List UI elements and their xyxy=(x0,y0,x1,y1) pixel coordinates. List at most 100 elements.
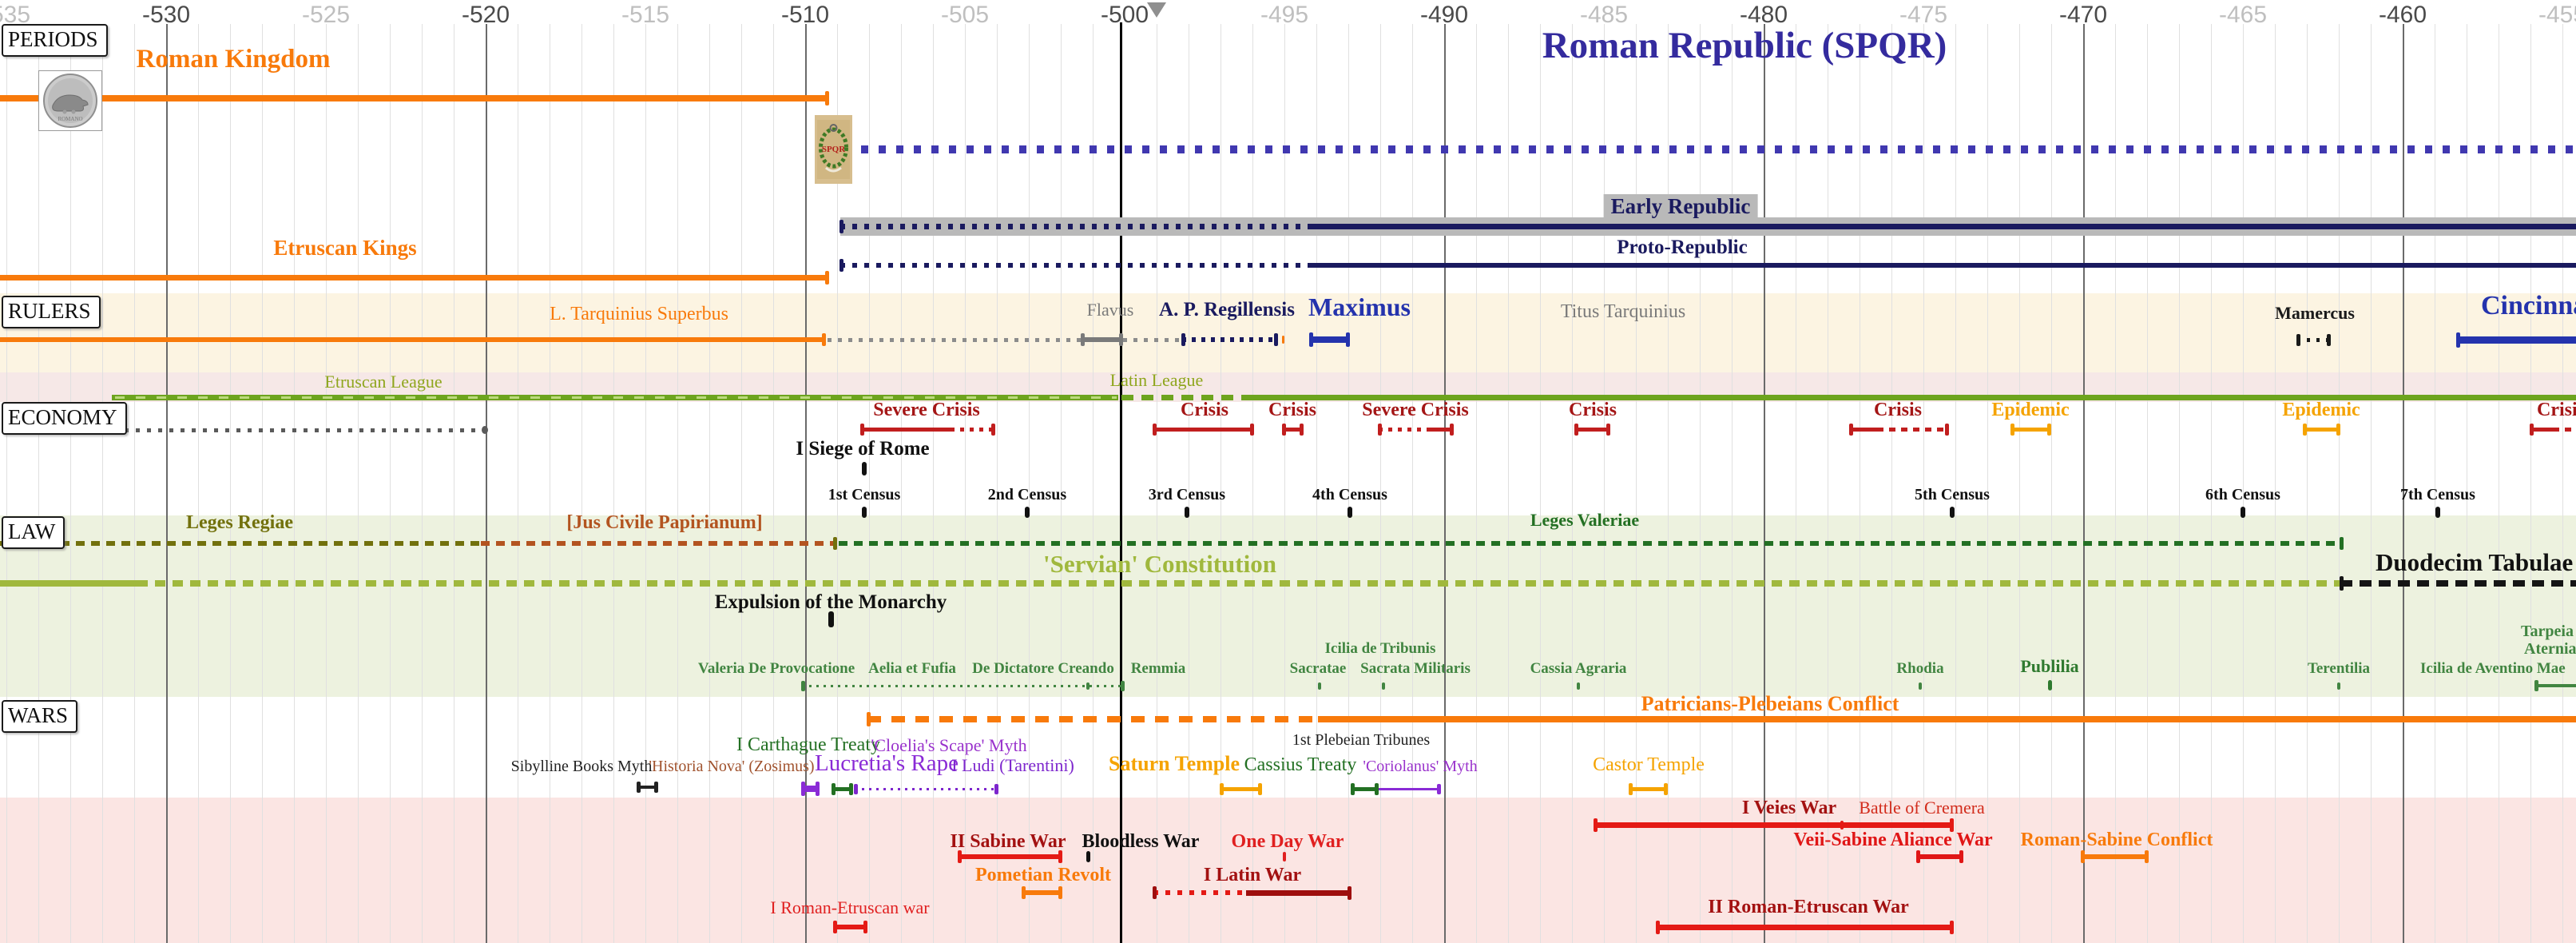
label-5th-census-28[interactable]: 5th Census xyxy=(1915,486,1990,503)
etruscan-league-overlay[interactable] xyxy=(115,396,1117,399)
ludi-tarentini-bar[interactable] xyxy=(855,787,997,790)
early-republic-line[interactable] xyxy=(1310,223,2576,229)
census-2-marker[interactable] xyxy=(1025,507,1030,518)
label-1st-plebeian-tribunes-54[interactable]: 1st Plebeian Tribunes xyxy=(1292,731,1431,749)
label-roman-republic-spqr-1[interactable]: Roman Republic (SPQR) xyxy=(1542,25,1947,66)
crisis-2-bar[interactable] xyxy=(1153,427,1252,432)
rhodia-marker[interactable] xyxy=(1919,682,1922,690)
label-i-siege-of-rome-23[interactable]: I Siege of Rome xyxy=(796,438,930,460)
servian-constitution-dashed[interactable] xyxy=(137,580,2340,587)
epidemic-2-bar[interactable] xyxy=(2304,427,2339,432)
label-battle-of-cremera-64[interactable]: Battle of Cremera xyxy=(1859,798,1985,818)
census-5-marker[interactable] xyxy=(1950,507,1955,518)
label-cassia-agraria-44[interactable]: Cassia Agraria xyxy=(1530,660,1627,677)
label-sibylline-books-myth-55[interactable]: Sibylline Books Myth xyxy=(510,758,653,775)
roman-etruscan-war-1-bar[interactable] xyxy=(834,925,866,929)
sabine-war-2-bar[interactable] xyxy=(959,854,1061,859)
label-early-republic-2[interactable]: Early Republic xyxy=(1603,194,1758,219)
siege-of-rome-marker[interactable] xyxy=(862,461,867,475)
terentilia-marker[interactable] xyxy=(2337,682,2340,690)
label-servian-constitution-34[interactable]: 'Servian' Constitution xyxy=(1043,550,1276,578)
label-6th-census-29[interactable]: 6th Census xyxy=(2205,486,2280,503)
label-crisis-16[interactable]: Crisis xyxy=(1268,400,1316,420)
label-epidemic-20[interactable]: Epidemic xyxy=(1991,400,2070,420)
battle-of-cremera-tick[interactable] xyxy=(1840,820,1844,830)
severe-crisis-1-dotted[interactable] xyxy=(951,427,994,432)
label-one-day-war-67[interactable]: One Day War xyxy=(1231,831,1344,852)
bloodless-war-marker[interactable] xyxy=(1086,851,1090,862)
label-severe-crisis-17[interactable]: Severe Crisis xyxy=(1362,400,1469,420)
label-saturn-temple-59[interactable]: Saturn Temple xyxy=(1109,752,1240,775)
label-crisis-19[interactable]: Crisis xyxy=(1874,400,1922,420)
label-cloelia-s-scape-myth-53[interactable]: 'Cloelia's Scape' Myth xyxy=(871,735,1027,755)
icilia-aventino-line[interactable] xyxy=(2535,684,2576,687)
label-proto-republic-3[interactable]: Proto-Republic xyxy=(1617,237,1748,258)
label-cincinnatus-11[interactable]: Cincinnatus xyxy=(2481,291,2576,320)
carthague-treaty-bar[interactable] xyxy=(832,786,851,791)
publilia-marker[interactable] xyxy=(2047,679,2052,690)
flavus-uncertain-post[interactable] xyxy=(1123,337,1179,342)
label-cassius-treaty-60[interactable]: Cassius Treaty xyxy=(1244,754,1357,775)
label-publilia-46[interactable]: Publilia xyxy=(2020,656,2079,676)
label-titus-tarquinius-9[interactable]: Titus Tarquinius xyxy=(1560,301,1686,322)
label-coriolanus-myth-61[interactable]: 'Coriolanus' Myth xyxy=(1363,758,1478,775)
sacratae-marker[interactable] xyxy=(1318,682,1321,690)
label-flavus-6[interactable]: Flavus xyxy=(1086,300,1134,320)
label-lucretia-s-rape-57[interactable]: Lucretia's Rape xyxy=(815,750,959,776)
label-leges-regiae-31[interactable]: Leges Regiae xyxy=(186,512,293,533)
census-1-marker[interactable] xyxy=(862,507,867,518)
severe-crisis-2-dotted[interactable] xyxy=(1379,427,1428,432)
roman-etruscan-war-2-bar[interactable] xyxy=(1657,924,1952,930)
label-a-p-regillensis-7[interactable]: A. P. Regillensis xyxy=(1159,299,1295,320)
veii-sabine-alliance-bar[interactable] xyxy=(1917,854,1962,859)
flavus-uncertain-pre[interactable] xyxy=(828,337,1082,342)
jus-civile-papirianum-line[interactable] xyxy=(481,541,836,546)
sacrata-militaris-marker[interactable] xyxy=(1382,682,1385,690)
label-etruscan-league-12[interactable]: Etruscan League xyxy=(324,372,443,392)
latin-league-line[interactable] xyxy=(1249,394,2576,400)
census-4-marker[interactable] xyxy=(1348,507,1352,518)
sibylline-books-bar[interactable] xyxy=(637,786,657,789)
label-bloodless-war-66[interactable]: Bloodless War xyxy=(1082,831,1200,852)
castor-temple-bar[interactable] xyxy=(1629,786,1666,791)
coriolanus-myth-bar[interactable] xyxy=(1379,787,1439,790)
label-1st-census-24[interactable]: 1st Census xyxy=(828,486,901,503)
crisis-6-dashed[interactable] xyxy=(2553,427,2576,432)
label-i-roman-etruscan-war-72[interactable]: I Roman-Etruscan war xyxy=(770,897,930,917)
label-rhodia-45[interactable]: Rhodia xyxy=(1896,660,1944,677)
patricians-plebeians-dashed[interactable] xyxy=(867,716,1318,722)
regillensis-line[interactable] xyxy=(1182,337,1276,342)
severe-crisis-1-solid[interactable] xyxy=(861,427,951,432)
crisis-6-solid[interactable] xyxy=(2530,427,2553,432)
rulers-orange-tick[interactable] xyxy=(1281,336,1284,344)
crisis-3-bar[interactable] xyxy=(1283,427,1302,432)
crisis-5-dashed[interactable] xyxy=(1877,427,1947,432)
label-2nd-census-25[interactable]: 2nd Census xyxy=(987,486,1067,503)
cassia-agraria-marker[interactable] xyxy=(1577,682,1580,690)
proto-republic-line[interactable] xyxy=(1310,263,2576,268)
label-sacratae-42[interactable]: Sacratae xyxy=(1289,660,1347,677)
label-i-ludi-tarentini-58[interactable]: I Ludi (Tarentini) xyxy=(951,755,1074,775)
one-day-war-marker[interactable] xyxy=(1283,852,1286,861)
label-icilia-de-tribunis-41[interactable]: Icilia de Tribunis xyxy=(1324,640,1436,657)
label-l-tarquinius-superbus-5[interactable]: L. Tarquinius Superbus xyxy=(550,304,728,324)
roman-kingdom-line[interactable] xyxy=(0,95,828,101)
time-cursor-handle[interactable] xyxy=(1147,2,1166,18)
crisis-4-bar[interactable] xyxy=(1575,427,1609,432)
leges-valeriae-line[interactable] xyxy=(839,541,2342,546)
label-4th-census-27[interactable]: 4th Census xyxy=(1312,486,1387,503)
label-tarpeia-a-48[interactable]: Tarpeia A xyxy=(2521,623,2576,640)
duodecim-tabulae-line[interactable] xyxy=(2340,580,2576,587)
early-republic-line-uncertain[interactable] xyxy=(840,223,1310,229)
proto-republic-line-uncertain[interactable] xyxy=(840,263,1310,268)
lucretias-rape-bar[interactable] xyxy=(802,786,818,792)
label-leges-valeriae-33[interactable]: Leges Valeriae xyxy=(1530,510,1640,530)
maximus-line[interactable] xyxy=(1310,336,1348,343)
label-expulsion-of-the-monarchy-36[interactable]: Expulsion of the Monarchy xyxy=(714,591,947,613)
label-historia-nova-zosimus-56[interactable]: 'Historia Nova' (Zosimus) xyxy=(649,758,815,775)
label-etruscan-kings-4[interactable]: Etruscan Kings xyxy=(273,236,417,260)
etruscan-kings-line[interactable] xyxy=(0,274,828,281)
label-i-carthague-treaty-52[interactable]: I Carthague Treaty xyxy=(736,734,880,755)
label-valeria-de-provocatione-37[interactable]: Valeria De Provocatione xyxy=(697,660,855,677)
